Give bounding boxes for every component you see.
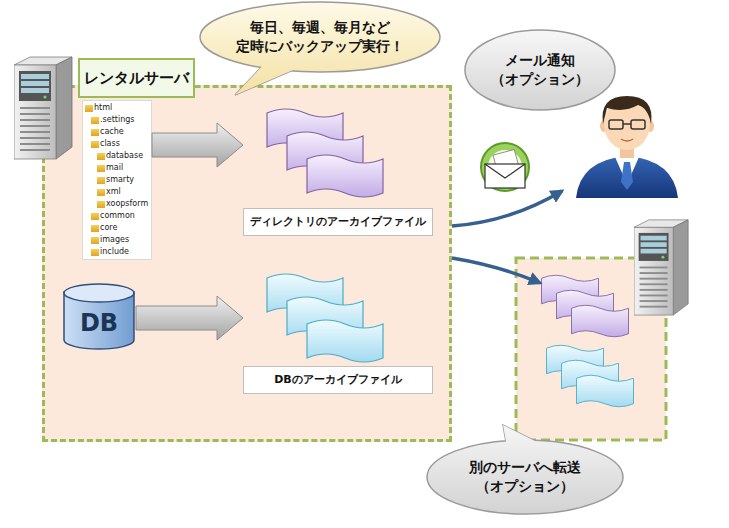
person-figure xyxy=(576,96,678,198)
envelope-flap xyxy=(485,164,525,178)
folder-item: cache xyxy=(83,126,151,138)
folder-item: core xyxy=(83,222,151,234)
callout-text: メール通知 （オプション） xyxy=(485,51,595,89)
cylinder-top xyxy=(64,284,134,302)
callout-text: 別のサーバへ転送 （オプション） xyxy=(460,458,590,496)
notify-arrow xyxy=(452,191,562,226)
glasses xyxy=(609,120,623,129)
callout-tail-joint xyxy=(503,425,537,447)
folder-item: include xyxy=(83,246,151,258)
folder-item: xml xyxy=(83,186,151,198)
callout-text-box: 毎日、毎週、毎月など 定時にバックアップ実行！ xyxy=(200,2,440,72)
region-heading: レンタルサーバ xyxy=(78,58,195,98)
mail-callout: メール通知 （オプション） xyxy=(463,28,618,112)
callout-tail xyxy=(235,60,300,95)
folder-item: smarty xyxy=(83,174,151,186)
callout-body xyxy=(427,440,623,514)
db-label: DB xyxy=(62,301,136,345)
directory-archive: ディレクトリのアーカイブファイル xyxy=(243,105,433,236)
copied-directory-archive xyxy=(572,305,629,337)
folder-item: database xyxy=(83,150,151,162)
mail-icon xyxy=(481,143,529,191)
callout-body xyxy=(465,30,615,110)
mail-badge xyxy=(481,143,529,191)
folder-item: common xyxy=(83,210,151,222)
folder-item: mail xyxy=(83,162,151,174)
glasses xyxy=(631,120,645,129)
remote-server-icon xyxy=(634,220,688,315)
callout-text-box: メール通知 （オプション） xyxy=(465,30,615,110)
callout-tail-joint xyxy=(235,60,300,95)
transfer-callout: 別のサーバへ転送 （オプション） xyxy=(425,420,625,515)
glasses-bridge xyxy=(623,123,631,125)
schedule-callout: 毎日、毎週、毎月など 定時にバックアップ実行！ xyxy=(198,0,443,96)
transfer-arrow xyxy=(452,258,540,283)
callout-text: 毎日、毎週、毎月など 定時にバックアップ実行！ xyxy=(220,18,420,56)
database-cylinder: DB xyxy=(62,283,136,351)
callout-text-box: 別のサーバへ転送 （オプション） xyxy=(427,440,623,514)
rental-server-icon xyxy=(14,57,72,159)
archive-label: DBのアーカイブファイル xyxy=(243,366,433,394)
mouth xyxy=(621,139,633,141)
tie xyxy=(621,162,633,190)
rental-server-area: レンタルサーバhtml.settingscacheclassdatabasema… xyxy=(42,85,452,442)
db-archive: DBのアーカイブファイル xyxy=(243,270,433,394)
copied-db-archive xyxy=(577,375,634,407)
directory-tree: html.settingscacheclassdatabasemailsmart… xyxy=(82,100,152,260)
callout-body xyxy=(200,2,440,72)
folder-item: xoopsform xyxy=(83,198,151,210)
folder-item: images xyxy=(83,234,151,246)
callout-shape xyxy=(463,28,618,112)
envelope xyxy=(485,164,525,188)
folder-item: class xyxy=(83,138,151,150)
folder-item: .settings xyxy=(83,114,151,126)
folder-item: html xyxy=(83,102,151,114)
archive-label: ディレクトリのアーカイブファイル xyxy=(243,208,433,236)
suit xyxy=(576,156,678,198)
